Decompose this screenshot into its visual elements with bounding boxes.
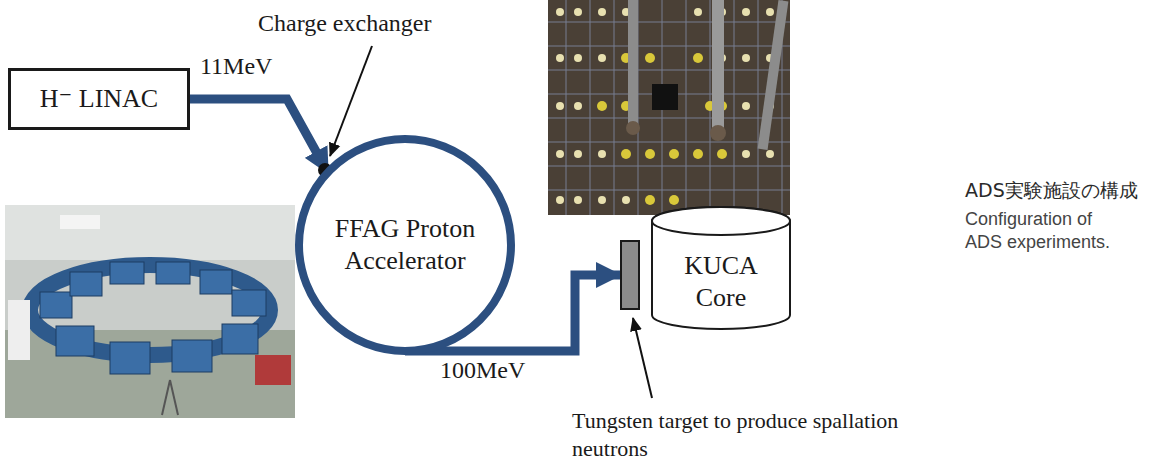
callout-label: Charge exchanger xyxy=(258,8,518,39)
target-block: Tungsten target to produce spallation ne… xyxy=(620,240,640,310)
process-box: H⁻ LINAC xyxy=(8,68,190,130)
node-label: KUCA Core xyxy=(658,250,784,315)
core-photo xyxy=(548,0,790,215)
cylinder-top xyxy=(652,207,790,235)
leader-line xyxy=(633,318,652,398)
reactor-core: KUCA Core xyxy=(650,205,792,331)
node-label: FFAG Proton Accelerator xyxy=(330,213,480,278)
accelerator-ring: FFAG Proton Accelerator xyxy=(295,135,515,355)
energy-label: 11MeV xyxy=(200,53,272,80)
beam-line-arrow xyxy=(190,99,328,173)
callout-label: Tungsten target to produce spallation ne… xyxy=(572,407,942,462)
ring-outline xyxy=(295,135,515,355)
caption-english: Configuration of ADS experiments. xyxy=(965,208,1130,255)
caption-japanese: ADS実験施設の構成 xyxy=(965,178,1155,203)
cylinder-body xyxy=(652,207,790,329)
energy-label: 100MeV xyxy=(440,357,525,384)
ring-circle xyxy=(299,139,511,351)
node-label: H⁻ LINAC xyxy=(40,83,158,116)
accelerator-photo xyxy=(5,205,295,418)
leader-line xyxy=(330,46,372,156)
